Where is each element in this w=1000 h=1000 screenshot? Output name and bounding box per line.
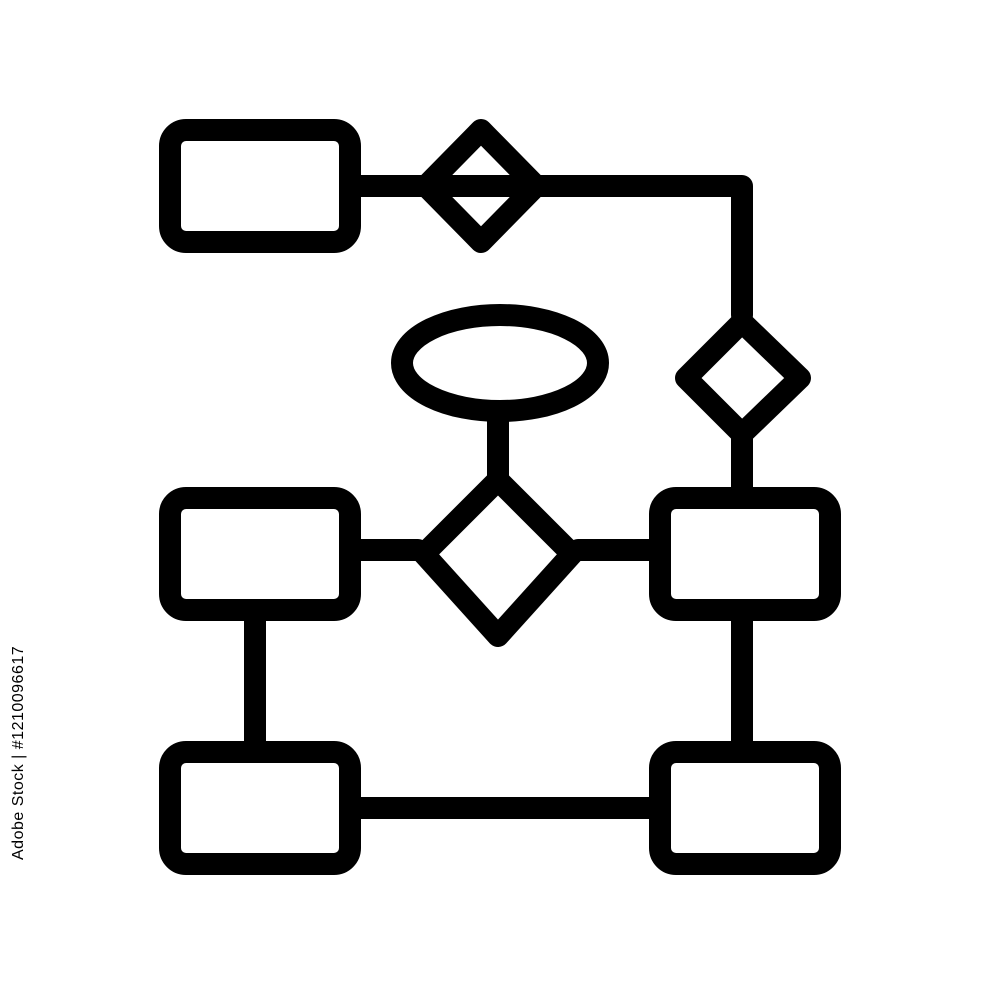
process-box-bottom-left	[159, 741, 361, 875]
connector-top-horizontal	[339, 175, 753, 326]
process-box-middle-left	[159, 487, 361, 621]
terminator-ellipse	[391, 304, 609, 422]
watermark-id-text: Adobe Stock | #1210096617	[10, 645, 27, 860]
decision-diamond-top	[415, 119, 547, 253]
decision-diamond-right	[675, 311, 811, 445]
process-box-top-left	[159, 119, 361, 253]
process-box-bottom-right	[649, 741, 841, 875]
process-box-middle-right	[649, 487, 841, 621]
decision-diamond-center	[413, 469, 583, 647]
